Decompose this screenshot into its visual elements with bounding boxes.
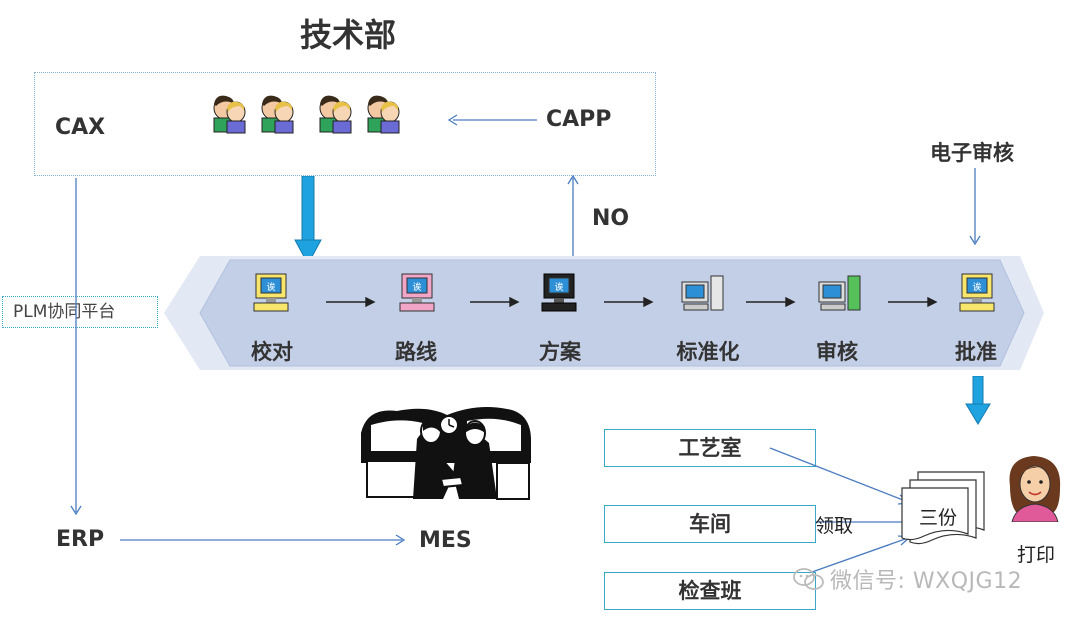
step-icon-4 xyxy=(681,275,724,311)
svg-text:诶: 诶 xyxy=(554,281,563,293)
engineers-group-icon xyxy=(213,95,400,134)
step-icon-5 xyxy=(818,275,861,311)
step-label-4: 标准化 xyxy=(676,340,740,364)
distribution-arrows xyxy=(769,447,912,573)
no-label: NO xyxy=(592,206,630,231)
plm-platform-label: PLM协同平台 xyxy=(2,296,158,328)
printer-operator-avatar xyxy=(1009,456,1061,522)
step-arrows xyxy=(326,296,938,308)
wechat-icon xyxy=(793,568,824,590)
page-title: 技术部 xyxy=(300,16,397,54)
dept-to-platform-arrow xyxy=(294,176,322,266)
copies-label: 三份 xyxy=(919,507,958,529)
process-office-box: 工艺室 xyxy=(604,429,816,467)
meeting-handshake-illustration xyxy=(361,407,532,500)
svg-text:诶: 诶 xyxy=(266,281,275,293)
document-stack-icon xyxy=(901,471,985,545)
capp-label: CAPP xyxy=(546,107,612,132)
electronic-review-arrow xyxy=(969,168,981,246)
print-label: 打印 xyxy=(1017,544,1056,566)
approval-output-arrow xyxy=(965,376,991,425)
svg-text:诶: 诶 xyxy=(972,281,981,293)
receive-label: 领取 xyxy=(815,515,854,537)
step-label-3: 方案 xyxy=(539,340,581,364)
step-icon-6: 诶 xyxy=(959,273,995,312)
erp-to-mes-arrow xyxy=(120,534,406,546)
step-label-5: 审核 xyxy=(816,340,858,364)
electronic-review-label: 电子审核 xyxy=(930,141,1014,165)
watermark-text: 微信号: WXQJG12 xyxy=(830,569,1023,594)
step-label-1: 校对 xyxy=(251,340,293,364)
no-feedback-arrow xyxy=(567,174,579,264)
step-label-2: 路线 xyxy=(395,340,437,364)
mes-label: MES xyxy=(419,528,472,553)
department-box xyxy=(34,72,656,176)
cax-label: CAX xyxy=(55,115,106,140)
erp-label: ERP xyxy=(56,527,105,552)
svg-text:诶: 诶 xyxy=(412,281,421,293)
inspection-team-box: 检查班 xyxy=(604,572,816,610)
workshop-box: 车间 xyxy=(604,505,816,543)
step-icon-2: 诶 xyxy=(399,273,435,312)
cax-to-erp-arrow xyxy=(70,178,82,516)
step-icon-1: 诶 xyxy=(253,273,289,312)
step-icon-3: 诶 xyxy=(541,273,577,312)
step-label-6: 批准 xyxy=(955,340,997,364)
capp-arrow xyxy=(447,114,537,126)
